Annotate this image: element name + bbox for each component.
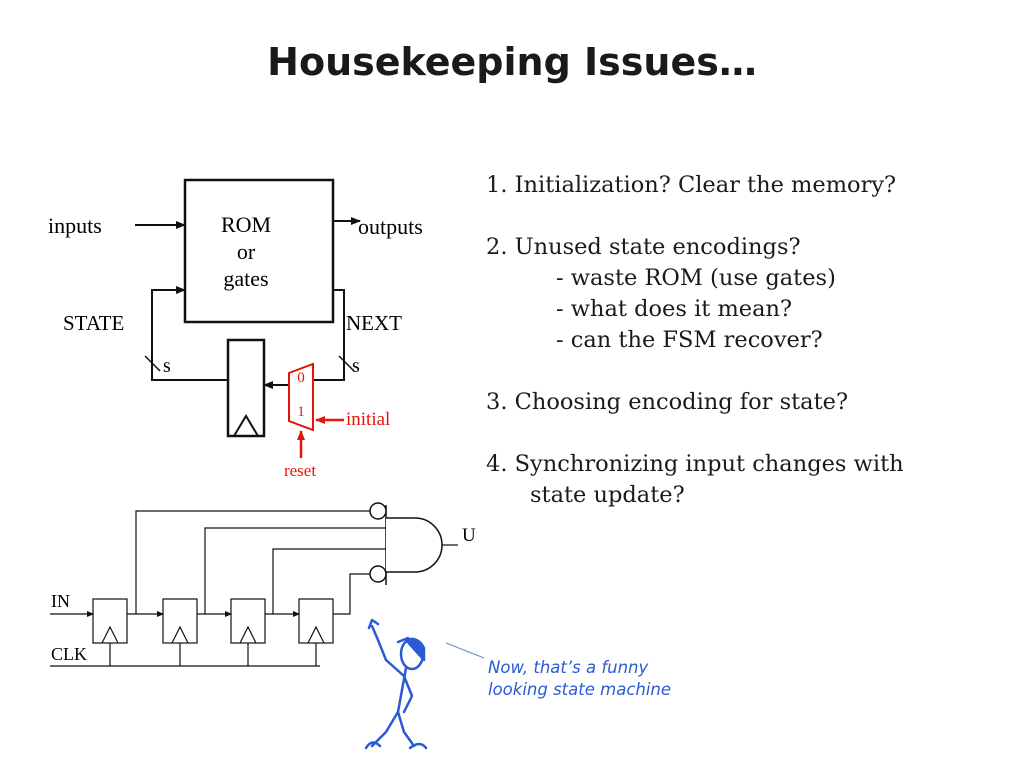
slide-title: Housekeeping Issues… <box>267 40 757 84</box>
caption-line: looking state machine <box>488 680 672 699</box>
feed-wire <box>333 573 370 615</box>
state-register <box>226 338 266 438</box>
issue-text: Unused state encodings? <box>514 234 801 260</box>
figure-leg <box>370 710 400 748</box>
bus-slash <box>338 355 355 372</box>
inverter-bubble <box>369 502 387 520</box>
issue-text: Initialization? Clear the memory? <box>514 172 897 198</box>
issue-subitem: - what does it mean? <box>556 296 793 322</box>
feed-wire <box>204 527 386 614</box>
flip-flop <box>230 598 266 644</box>
figure-arm <box>370 624 406 678</box>
issue-text: Synchronizing input changes with <box>514 451 904 477</box>
clock-triangle <box>171 625 189 644</box>
state-wire <box>151 286 228 381</box>
feed-wire <box>135 510 370 614</box>
gate-output-label: U <box>462 525 476 546</box>
issue-text: Choosing encoding for state? <box>514 389 849 415</box>
rom-label: or <box>237 239 256 264</box>
next-label: NEXT <box>346 311 402 335</box>
mux-input-0: 0 <box>297 370 305 386</box>
reset-mux <box>288 362 314 432</box>
figure-leg <box>396 710 416 748</box>
clock-triangle <box>307 625 325 644</box>
inputs-label: inputs <box>48 213 102 238</box>
figure-arm <box>402 674 414 714</box>
issue-number: 1. <box>486 172 508 198</box>
figure-foot <box>364 741 382 750</box>
bus-width-label: s <box>163 355 171 377</box>
initial-label: initial <box>346 409 390 430</box>
issue-number: 2. <box>486 234 508 260</box>
issue-number: 4. <box>486 451 508 477</box>
speech-pointer <box>445 642 485 659</box>
mux-input-1: 1 <box>297 404 305 420</box>
next-wire <box>304 289 345 381</box>
feed-wire <box>272 548 386 614</box>
issue-subitem: - can the FSM recover? <box>556 327 823 353</box>
issues-list: 1. Initialization? Clear the memory? 2. … <box>486 170 1016 542</box>
issue-number: 3. <box>486 389 508 415</box>
clk-label: CLK <box>51 644 87 664</box>
issue-item: 2. Unused state encodings? - waste ROM (… <box>486 232 1016 356</box>
caption-line: Now, that’s a funny <box>488 658 649 677</box>
flip-flop <box>92 598 128 644</box>
issue-subitem: - waste ROM (use gates) <box>556 265 836 291</box>
bus-width-label: s <box>352 355 360 377</box>
clock-triangle <box>233 414 259 437</box>
flip-flop <box>162 598 198 644</box>
cartoon-caption: Now, that’s a funny looking state machin… <box>488 657 671 701</box>
issue-item: 1. Initialization? Clear the memory? <box>486 170 1016 201</box>
figure-cap <box>404 637 426 662</box>
issue-item: 4. Synchronizing input changes with stat… <box>486 449 1016 511</box>
figure-cap-visor <box>396 636 410 644</box>
inverter-bubble <box>369 565 387 583</box>
reset-label: reset <box>284 461 316 480</box>
figure-hand <box>367 618 380 630</box>
bus-slash <box>144 355 161 372</box>
shift-register-diagram <box>50 502 458 667</box>
in-label: IN <box>51 591 70 611</box>
clock-triangle <box>101 625 119 644</box>
outputs-label: outputs <box>358 214 423 239</box>
flip-flop <box>298 598 334 644</box>
rom-label: ROM <box>221 212 271 237</box>
issue-item: 3. Choosing encoding for state? <box>486 387 1016 418</box>
fsm-diagram: ROM or gates inputs outputs STATE s NEXT… <box>48 178 423 480</box>
issue-continuation: state update? <box>530 482 685 508</box>
state-label: STATE <box>63 311 124 335</box>
clock-triangle <box>239 625 257 644</box>
figure-foot <box>408 742 428 750</box>
rom-label: gates <box>223 266 268 291</box>
and-gate <box>386 517 443 573</box>
stick-figure <box>364 618 428 750</box>
rom-block <box>183 178 335 324</box>
